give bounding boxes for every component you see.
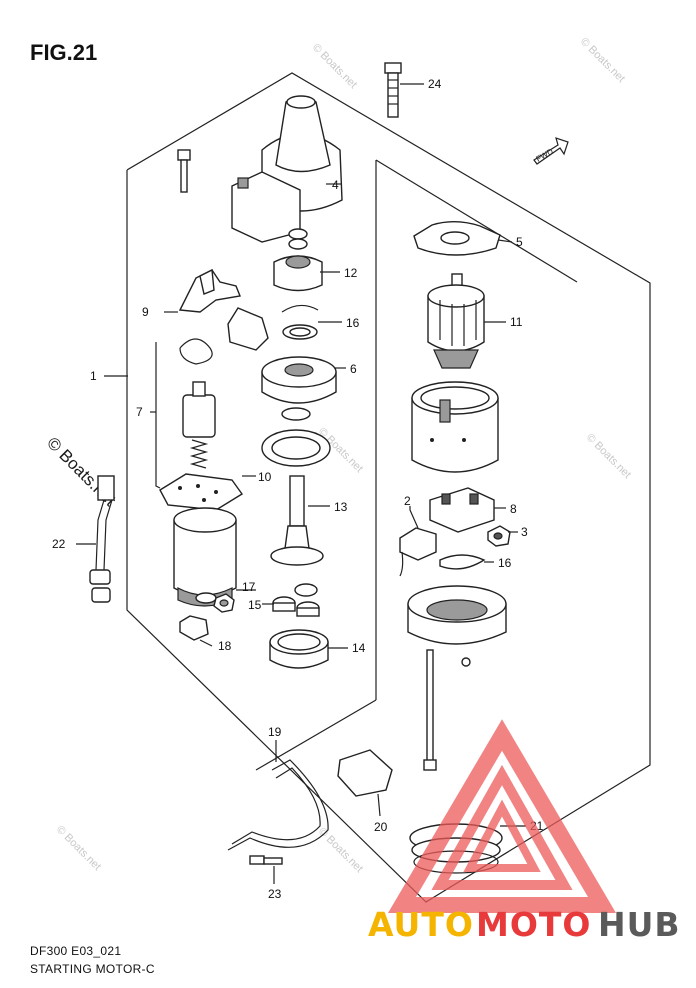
motor-body-10 <box>173 507 237 607</box>
pad-20 <box>337 749 393 797</box>
solenoid-parts-7 <box>159 307 269 511</box>
callout-8: 8 <box>510 502 517 516</box>
fwd-direction-badge: FWD <box>533 137 569 165</box>
callout-13: 13 <box>334 500 348 514</box>
callout-10: 10 <box>258 470 272 484</box>
diagram-name: STARTING MOTOR-C <box>30 962 155 976</box>
callout-12: 12 <box>344 266 358 280</box>
washer-16-lower <box>439 554 486 570</box>
figure-title: FIG.21 <box>30 40 98 65</box>
watermark: © Boats.net <box>316 826 365 875</box>
callout-16-lower: 16 <box>498 556 512 570</box>
screw-23 <box>249 855 283 865</box>
callout-11: 11 <box>510 315 523 329</box>
armature-11 <box>427 273 485 369</box>
brush-holder-8 <box>429 487 495 533</box>
watermark: © Boats.net <box>578 36 627 85</box>
watermark: © Boats.net <box>584 432 633 481</box>
logo-text-moto: MOTO <box>476 905 591 944</box>
callout-5: 5 <box>516 235 523 249</box>
circlip-16-upper <box>281 304 319 340</box>
gear-housing-6 <box>261 356 337 421</box>
callout-23: 23 <box>268 887 282 901</box>
bolt-24 <box>384 62 402 118</box>
assembly-outline <box>126 72 651 903</box>
logo-text-hub: HUB <box>598 905 681 944</box>
callout-19: 19 <box>268 725 282 739</box>
callout-4: 4 <box>332 178 339 192</box>
callout-22: 22 <box>52 537 66 551</box>
callout-14: 14 <box>352 641 366 655</box>
harness-22 <box>89 475 115 603</box>
callout-9: 9 <box>142 305 149 319</box>
bolt-small <box>177 149 191 193</box>
callout-20: 20 <box>374 820 388 834</box>
through-bolt <box>423 649 471 771</box>
nut-17 <box>213 593 235 613</box>
callout-3: 3 <box>521 525 528 539</box>
callout-1: 1 <box>90 369 97 383</box>
drive-shaft-13 <box>270 475 324 566</box>
leader-lines <box>76 83 526 884</box>
pinion-gear-12 <box>273 228 323 292</box>
planetary-gears-15 <box>272 583 320 617</box>
yoke <box>411 381 499 473</box>
strap-19 <box>227 759 329 851</box>
diagram-code: DF300 E03_021 <box>30 944 122 958</box>
callout-16-upper: 16 <box>346 316 360 330</box>
callout-2: 2 <box>404 494 411 508</box>
end-cover <box>407 585 507 645</box>
assembly-inner-line <box>375 159 578 283</box>
clip-18 <box>179 615 209 641</box>
callout-labels: 1 2 3 4 5 6 7 8 9 10 11 12 13 14 15 16 1… <box>52 77 544 901</box>
automotohub-logo: AUTO MOTO HUB <box>368 719 681 944</box>
callout-24: 24 <box>428 77 442 91</box>
gasket <box>261 429 331 467</box>
callout-18: 18 <box>218 639 232 653</box>
callout-6: 6 <box>350 362 357 376</box>
callout-17: 17 <box>242 580 256 594</box>
end-plate-5 <box>413 221 501 256</box>
solenoid-housing-4 <box>231 95 343 243</box>
watermark: © Boats.net <box>310 42 359 91</box>
ring-gear-14 <box>269 629 329 669</box>
watermark: © Boats.net <box>54 824 103 873</box>
nut-3 <box>487 525 511 547</box>
callout-7: 7 <box>136 405 143 419</box>
brush-2 <box>399 527 437 577</box>
callout-15: 15 <box>248 598 262 612</box>
shift-lever-9 <box>178 268 241 313</box>
logo-text-auto: AUTO <box>368 905 474 944</box>
